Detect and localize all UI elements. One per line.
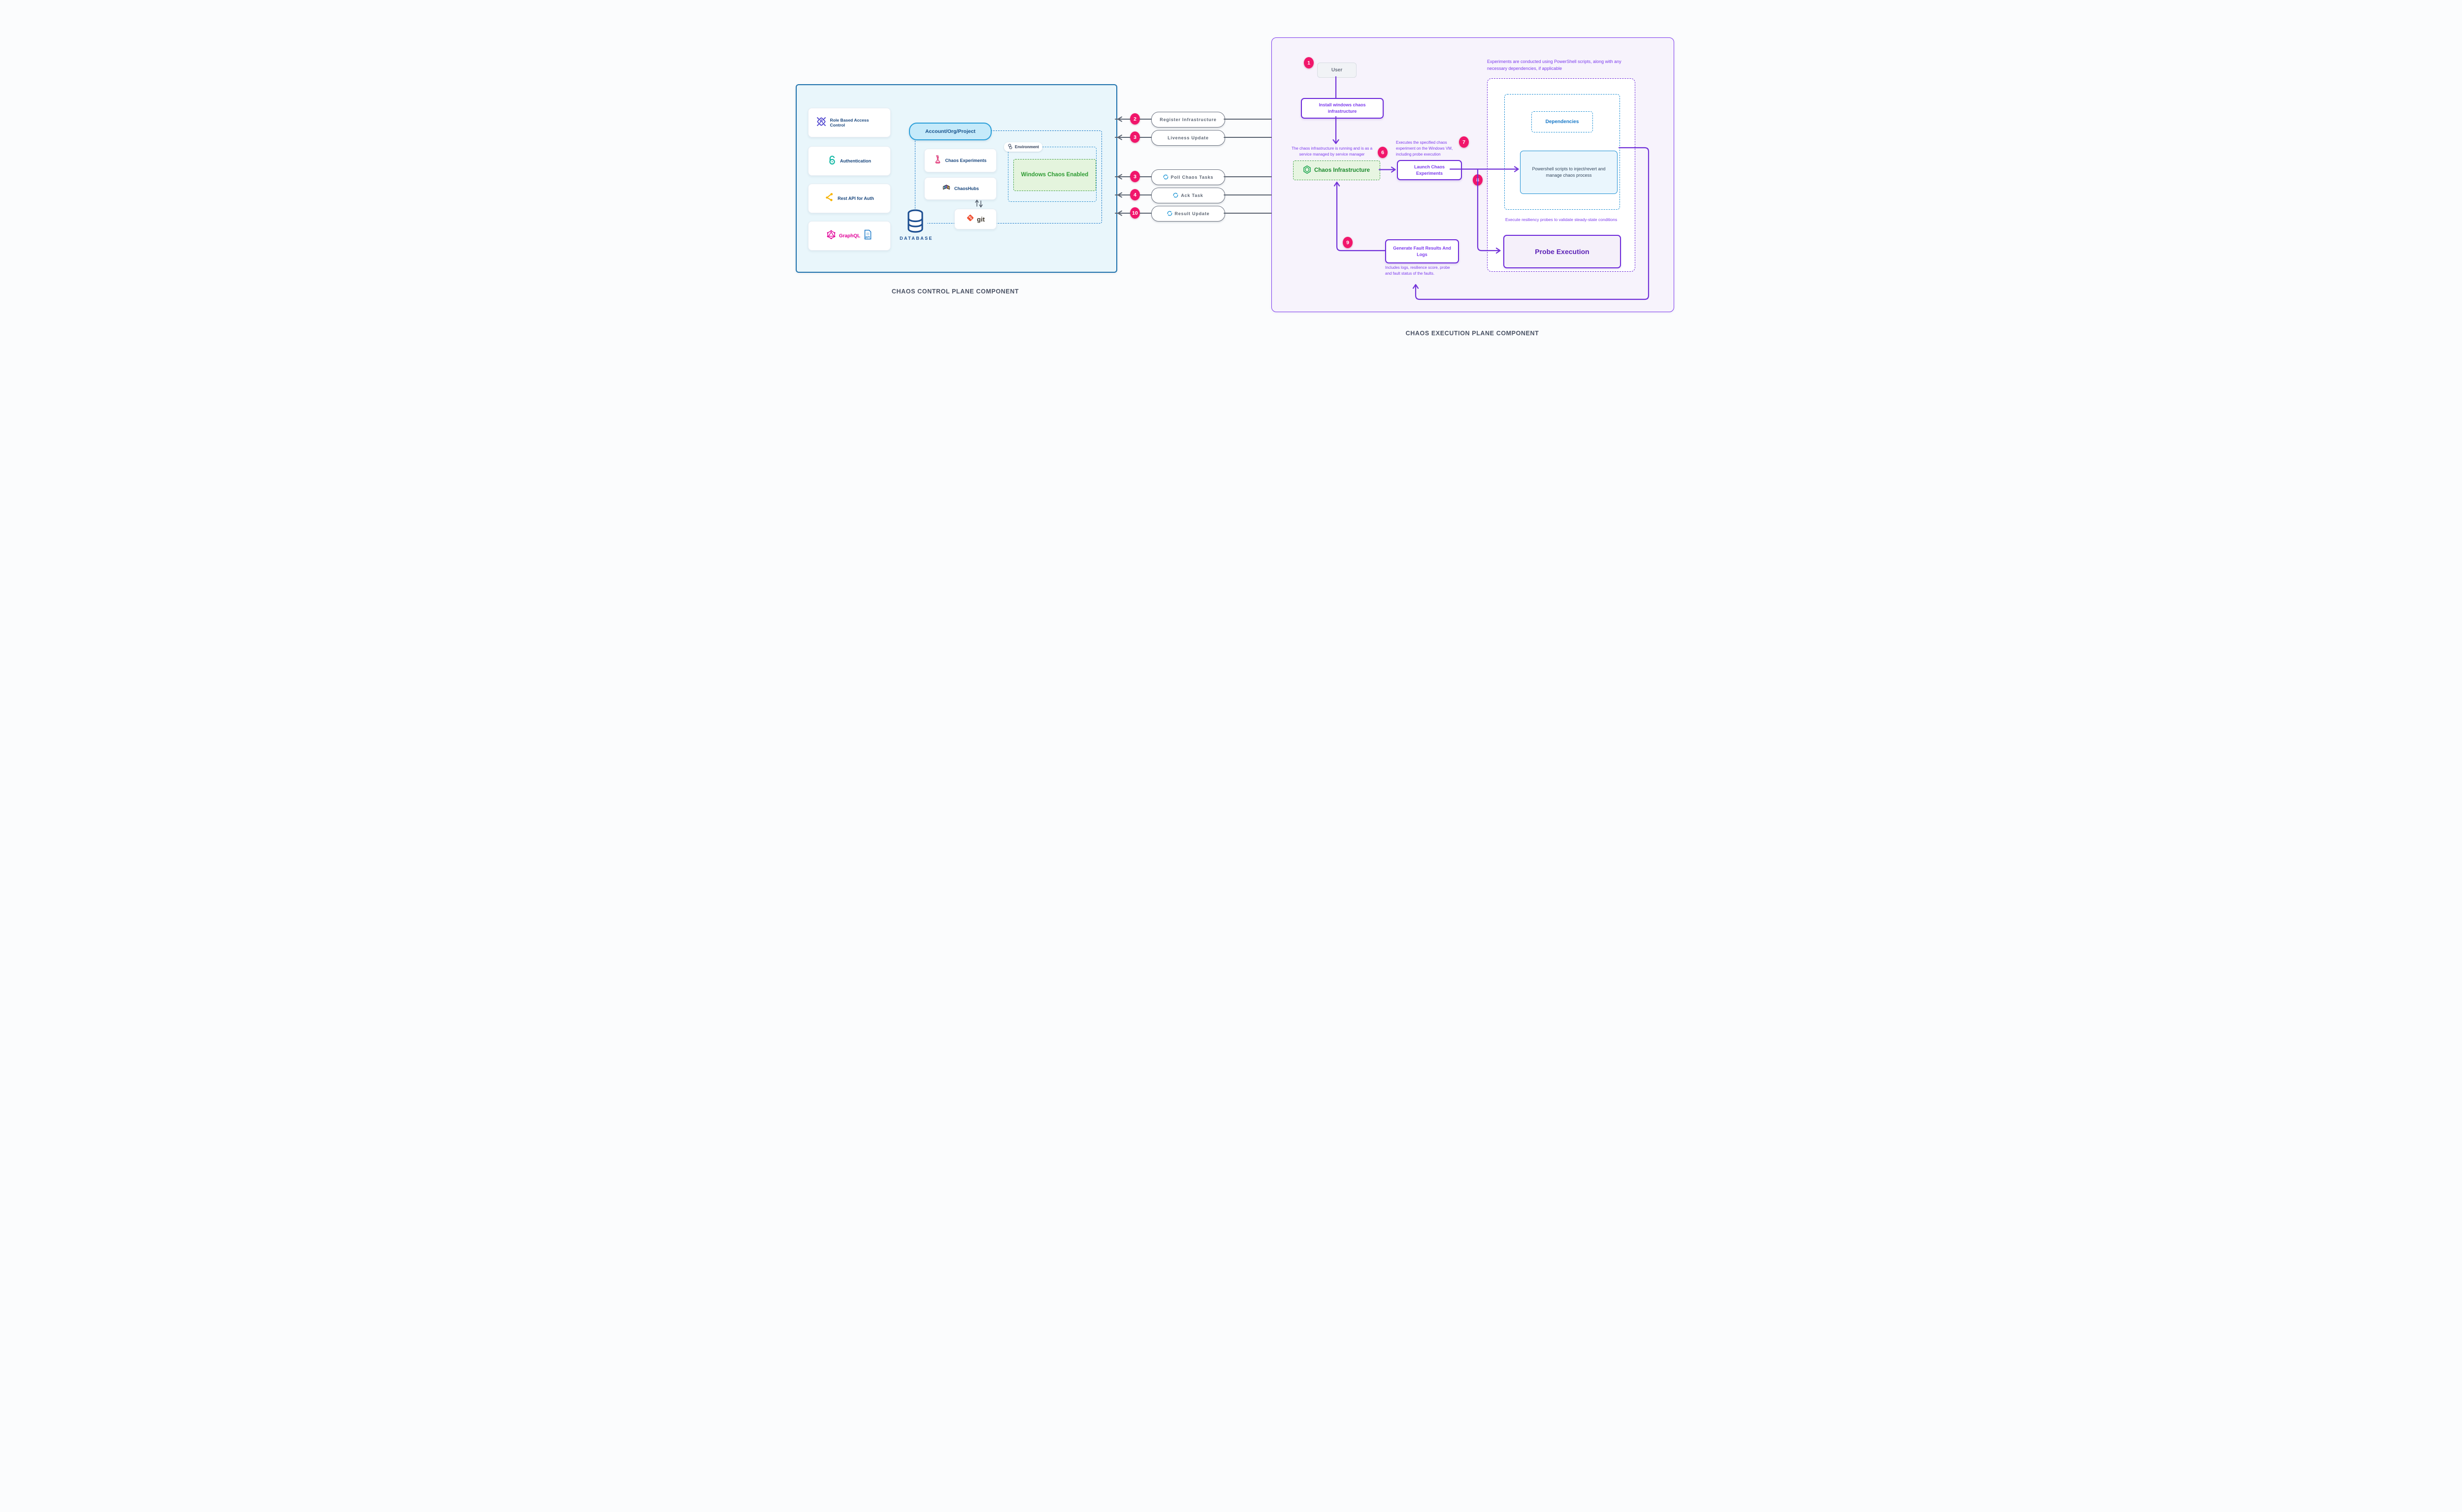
graphql-icon xyxy=(827,230,836,242)
hexagon-icon xyxy=(1303,165,1311,175)
chaos-experiments-card: Chaos Experiments xyxy=(924,149,997,172)
user-box: User xyxy=(1317,63,1357,78)
chaos-experiments-label: Chaos Experiments xyxy=(945,158,987,163)
chaos-infrastructure-box: Chaos Infrastructure xyxy=(1293,161,1380,180)
step-badge-7: 7 xyxy=(1459,136,1469,148)
step-badge-3b: 3 xyxy=(1130,171,1140,182)
launch-experiments-box: Launch Chaos Experiments xyxy=(1397,160,1462,180)
result-update-label: Result Update xyxy=(1174,211,1210,216)
step-badge-6: 6 xyxy=(1378,147,1388,158)
step-badge-8-num: 8 xyxy=(1476,177,1479,183)
rest-api-icon xyxy=(825,193,834,204)
probe-execution-label: Probe Execution xyxy=(1535,248,1589,256)
environment-hex-icon xyxy=(1007,144,1013,151)
step-badge-3b-num: 3 xyxy=(1134,173,1136,180)
connector-register-infrastructure: Register Infrastructure xyxy=(1151,112,1225,128)
account-org-project-region xyxy=(915,130,1102,224)
results-contents-note: Includes logs, resilience score, probe a… xyxy=(1385,265,1450,276)
environment-label-pill: Environment xyxy=(1004,142,1042,152)
step-badge-10: 10 xyxy=(1130,207,1140,219)
git-label: git xyxy=(977,215,985,223)
windows-chaos-enabled-box: Windows Chaos Enabled xyxy=(1013,159,1096,191)
chaoshubs-card: ChaosHubs xyxy=(924,177,997,200)
step-badge-9-num: 9 xyxy=(1346,239,1349,246)
rbac-card: Role Based Access Control xyxy=(808,108,891,137)
resiliency-probes-note: Execute resiliency probes to validate st… xyxy=(1505,217,1618,222)
ack-task-label: Ack Task xyxy=(1181,193,1203,198)
step-badge-2: 2 xyxy=(1130,113,1140,125)
dependencies-box: Dependencies xyxy=(1531,111,1593,132)
step-badge-9: 9 xyxy=(1343,237,1353,248)
step-badge-7-num: 7 xyxy=(1462,139,1465,145)
step-badge-1-num: 1 xyxy=(1307,60,1310,66)
step-badge-3a-num: 3 xyxy=(1134,134,1136,140)
database-icon xyxy=(906,209,927,234)
generate-results-box: Generate Fault Results And Logs xyxy=(1385,239,1459,263)
windows-chaos-enabled-label: Windows Chaos Enabled xyxy=(1021,171,1089,178)
step-badge-1: 1 xyxy=(1304,57,1314,68)
install-infrastructure-box: Install windows chaos infrastructure xyxy=(1301,98,1384,119)
install-infrastructure-label: Install windows chaos infrastructure xyxy=(1319,102,1366,114)
connector-result-update: Result Update xyxy=(1151,206,1225,222)
chaos-infrastructure-label: Chaos Infrastructure xyxy=(1314,167,1370,173)
poll-chaos-tasks-label: Poll Chaos Tasks xyxy=(1170,175,1214,180)
execution-plane-title: CHAOS EXECUTION PLANE COMPONENT xyxy=(1405,330,1539,337)
connector-poll-chaos-tasks: Poll Chaos Tasks xyxy=(1151,169,1225,185)
connector-ack-task: Ack Task xyxy=(1151,188,1225,203)
step-badge-10-num: 10 xyxy=(1132,210,1138,216)
environment-box xyxy=(1008,147,1097,202)
svg-text:API: API xyxy=(865,236,870,239)
step-badge-4-num: 4 xyxy=(1134,192,1136,198)
step-badge-3a: 3 xyxy=(1130,131,1140,143)
launch-experiments-label: Launch Chaos Experiments xyxy=(1414,164,1445,176)
api-doc-icon: API xyxy=(864,229,872,242)
git-card: git xyxy=(954,209,997,229)
probe-execution-box: Probe Execution xyxy=(1503,235,1621,268)
account-org-project-label: Account/Org/Project xyxy=(925,129,976,134)
connector-liveness-update: Liveness Update xyxy=(1151,130,1225,146)
auth-lock-icon xyxy=(828,155,837,168)
rest-api-card: Rest API for Auth xyxy=(808,184,891,213)
database-label: DATABASE xyxy=(900,236,933,241)
control-plane-title: CHAOS CONTROL PLANE COMPONENT xyxy=(891,288,1019,295)
authentication-card: Authentication xyxy=(808,146,891,176)
executes-experiment-note: Executes the specified chaos experiment … xyxy=(1396,140,1453,157)
step-badge-2-num: 2 xyxy=(1134,116,1136,122)
step-badge-6-num: 6 xyxy=(1381,149,1384,156)
account-org-project-pill: Account/Org/Project xyxy=(909,123,992,140)
chaoshubs-label: ChaosHubs xyxy=(954,186,979,191)
graphql-card: GraphQL API xyxy=(808,221,891,251)
step-badge-4: 4 xyxy=(1130,189,1140,200)
sync-icon xyxy=(1167,211,1172,217)
powershell-scripts-note: Experiments are conducted using PowerShe… xyxy=(1487,59,1621,71)
git-icon xyxy=(966,214,974,225)
register-infrastructure-label: Register Infrastructure xyxy=(1160,117,1217,122)
rbac-icon xyxy=(816,116,827,129)
dependencies-label: Dependencies xyxy=(1545,119,1579,125)
graphql-label: GraphQL xyxy=(839,233,861,239)
authentication-label: Authentication xyxy=(840,159,871,163)
step-badge-8: 8 xyxy=(1473,174,1483,186)
environment-label: Environment xyxy=(1015,145,1039,149)
user-label: User xyxy=(1331,67,1343,73)
generate-results-label: Generate Fault Results And Logs xyxy=(1393,245,1451,257)
rbac-label: Role Based Access Control xyxy=(830,118,869,128)
service-manager-note: The chaos infrastructure is running and … xyxy=(1291,146,1373,157)
chaos-architecture-diagram: Role Based Access Control Authentication xyxy=(756,0,1706,378)
sync-icon xyxy=(1163,174,1168,181)
powershell-scripts-label: Powershell scripts to inject/revert and … xyxy=(1532,166,1606,178)
rest-api-label: Rest API for Auth xyxy=(838,196,874,201)
flask-icon xyxy=(934,155,941,166)
sync-icon xyxy=(1173,193,1178,199)
powershell-scripts-box: Powershell scripts to inject/revert and … xyxy=(1520,151,1618,194)
chaoshub-icon xyxy=(942,183,951,194)
liveness-update-label: Liveness Update xyxy=(1167,135,1209,140)
